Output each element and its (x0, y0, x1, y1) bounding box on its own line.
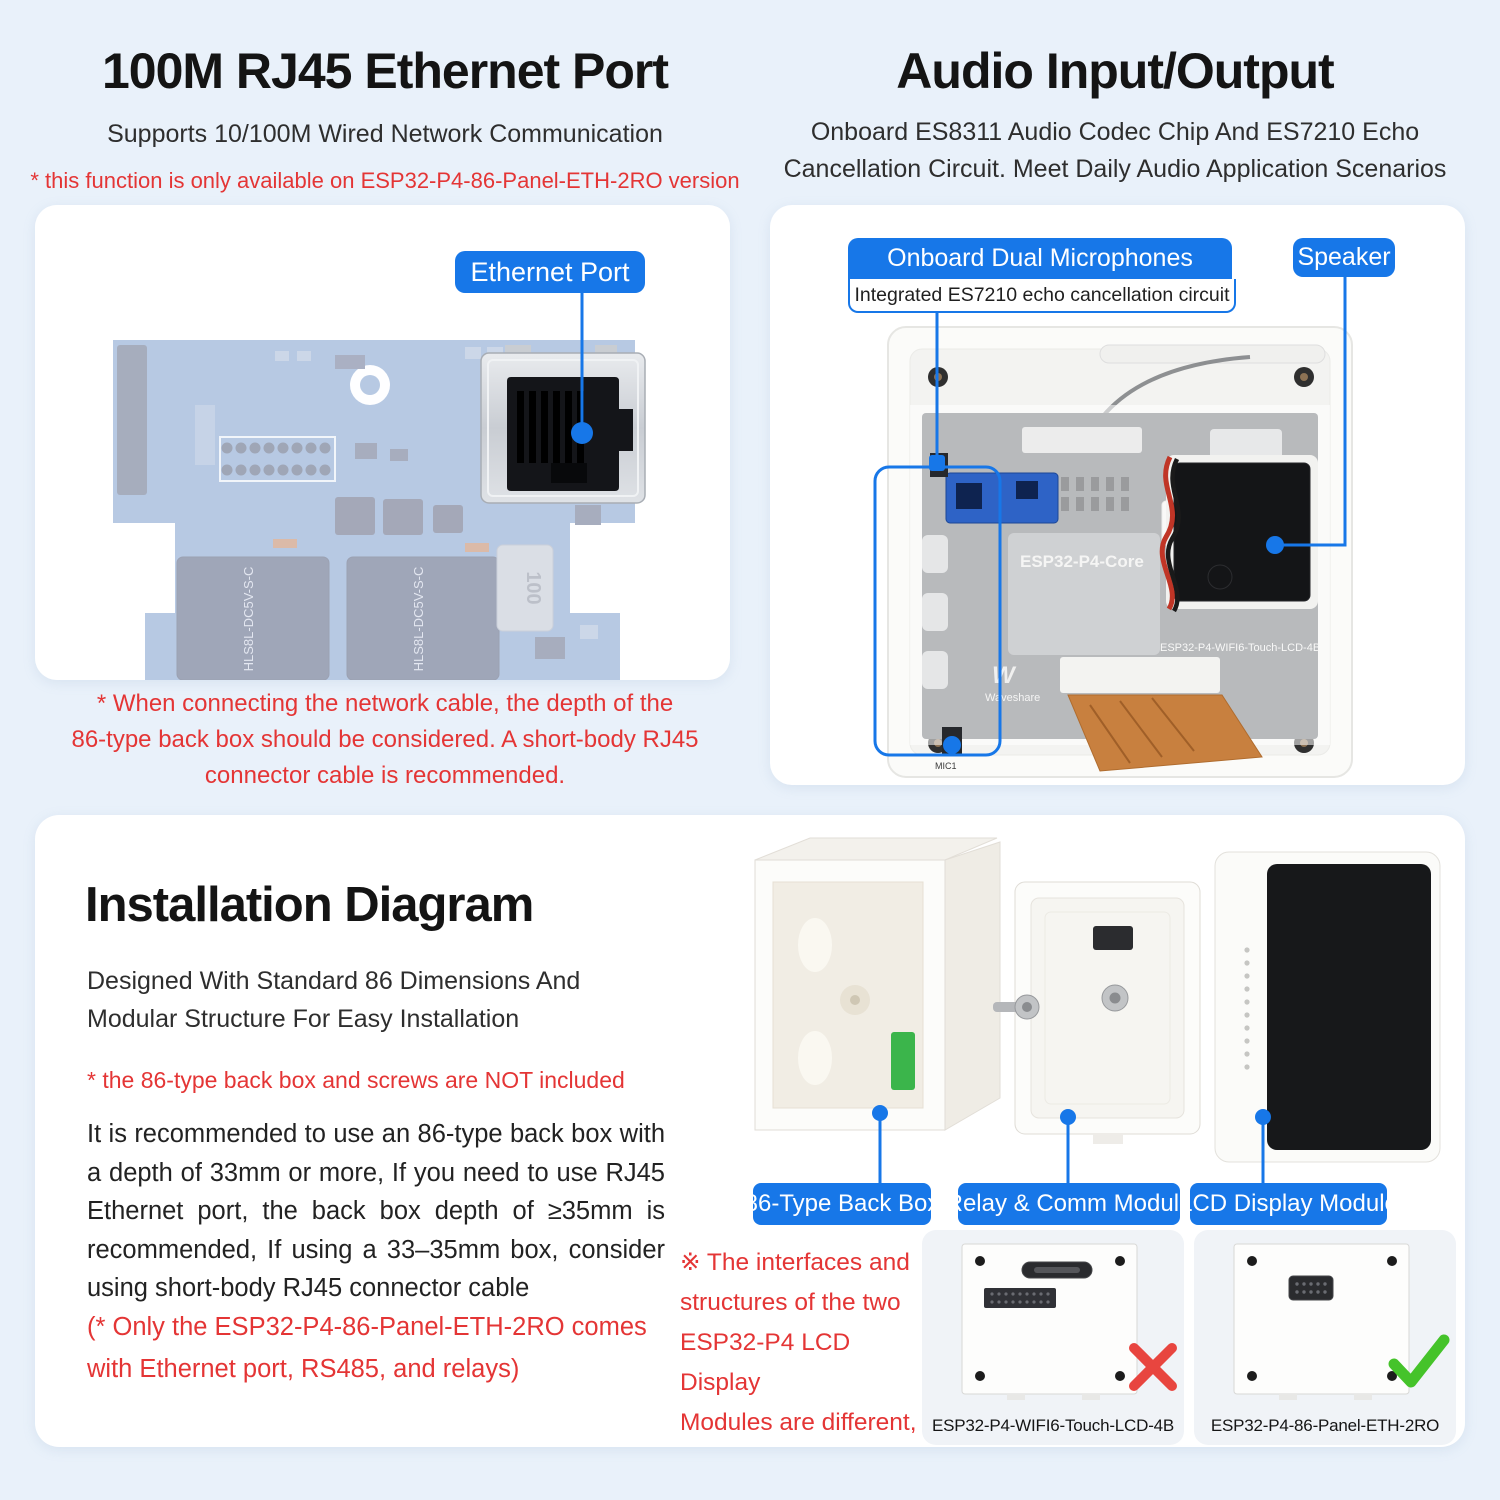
exploded-callout-lines (878, 1113, 1265, 1183)
speaker-wire-black (1165, 457, 1181, 613)
mic-callout-dot-bottom (943, 736, 961, 754)
compare-note-line2: structures of the two (680, 1289, 901, 1316)
relay-label: Relay & Comm Module (946, 1183, 1192, 1225)
ethernet-callout-dot (571, 422, 593, 444)
ethernet-card: HLS8L-DC5V-S-C HLS8L-DC5V-S-C 100 (35, 205, 730, 680)
compare-note-line1: ※ The interfaces and (680, 1249, 910, 1276)
install-body: It is recommended to use an 86-type back… (87, 1120, 665, 1302)
module-left-illustration (961, 1243, 1177, 1400)
compare-note-line3: ESP32-P4 LCD Display (680, 1329, 851, 1396)
install-red-note-line2: with Ethernet port, RS485, and relays) (87, 1355, 520, 1383)
audio-device-illustration: ESP32-P4-Core ESP32-P4-WIFI6-Touch-LCD-4… (873, 277, 1353, 778)
module-left-caption: ESP32-P4-WIFI6-Touch-LCD-4B (931, 1416, 1175, 1435)
module-right-illustration (1233, 1243, 1450, 1400)
installation-card: Installation Diagram Designed With Stand… (35, 815, 1465, 1447)
audio-card: ESP32-P4-Core ESP32-P4-WIFI6-Touch-LCD-4… (770, 205, 1465, 785)
mic-callout-dot-top (929, 455, 945, 471)
module-card-left: ESP32-P4-WIFI6-Touch-LCD-4B (922, 1230, 1184, 1445)
green-connector (891, 1032, 915, 1090)
speaker-component (1173, 462, 1311, 602)
relay-dot (1060, 1109, 1076, 1125)
ethernet-port-label: Ethernet Port (455, 251, 645, 293)
back-box (754, 837, 1001, 1131)
flex-cable (1067, 694, 1263, 772)
mic-label: Onboard Dual Microphones (848, 238, 1232, 279)
backbox-dot (872, 1105, 888, 1121)
install-title: Installation Diagram (85, 878, 534, 932)
compare-note: ※ The interfaces and structures of the t… (680, 1243, 936, 1447)
ethernet-caption-line1: * When connecting the network cable, the… (96, 690, 674, 717)
speaker-callout-dot (1266, 536, 1284, 554)
mic1-print: MIC1 (935, 761, 957, 771)
ethernet-note: * this function is only available on ESP… (30, 168, 740, 193)
install-note: * the 86-type back box and screws are NO… (87, 1067, 625, 1093)
audio-subtitle-line2: Cancellation Circuit. Meet Daily Audio A… (783, 155, 1447, 183)
speaker-callout-line (1275, 277, 1347, 547)
ethernet-subtitle: Supports 10/100M Wired Network Communica… (107, 120, 663, 148)
speaker-label: Speaker (1293, 238, 1395, 277)
module-card-right: ESP32-P4-86-Panel-ETH-2RO (1194, 1230, 1456, 1445)
speaker-wire-red (1159, 455, 1176, 611)
install-subtitle-line1: Designed With Standard 86 Dimensions And (87, 967, 581, 995)
mic-sublabel: Integrated ES7210 echo cancellation circ… (848, 279, 1236, 313)
install-red-note-line1: (* Only the ESP32-P4-86-Panel-ETH-2RO co… (87, 1313, 647, 1341)
ethernet-caption-line2: 86-type back box should be considered. A… (71, 726, 699, 753)
ethernet-caption-line3: connector cable is recommended. (204, 762, 566, 789)
audio-subtitle-line1: Onboard ES8311 Audio Codec Chip And ES72… (810, 118, 1420, 146)
mic-callout-outline (873, 465, 1002, 757)
green-check-icon (1388, 1334, 1450, 1388)
ethernet-title: 100M RJ45 Ethernet Port (101, 43, 669, 99)
backbox-label: 86-Type Back Box (745, 1183, 939, 1225)
lcd-label: LCD Display Module (1179, 1183, 1398, 1225)
rj45-port (480, 345, 646, 504)
lcd-module (1214, 851, 1441, 1163)
install-subtitle-line2: Modular Structure For Easy Installation (87, 1005, 520, 1033)
compare-note-line5: they cannot share the (680, 1443, 936, 1447)
audio-title: Audio Input/Output (896, 43, 1334, 99)
lcd-dot (1255, 1109, 1271, 1125)
relay-module (993, 881, 1201, 1144)
red-x-icon (1129, 1343, 1177, 1391)
exploded-view-illustration (754, 837, 1441, 1183)
compare-note-line4: Modules are different, (680, 1409, 917, 1436)
module-right-caption: ESP32-P4-86-Panel-ETH-2RO (1210, 1416, 1440, 1435)
